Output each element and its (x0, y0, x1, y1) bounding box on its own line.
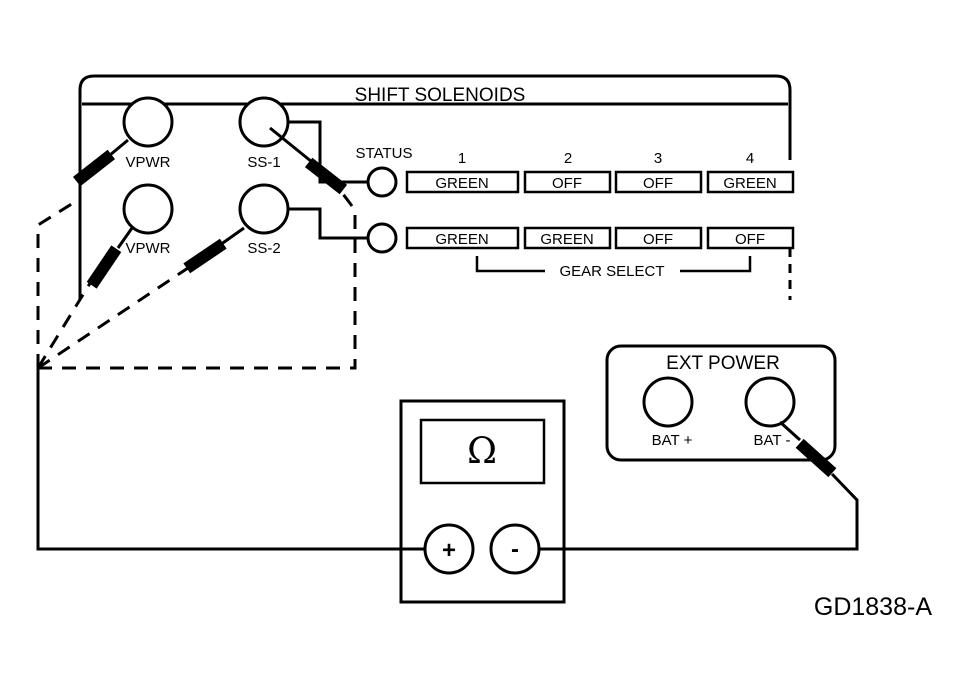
ss2-gear3-cell (614, 226, 703, 250)
probe-wire-ss2 (219, 226, 245, 247)
bat-plus-jack[interactable] (642, 376, 694, 428)
ss2-gear4-value: OFF (735, 231, 765, 248)
gear-number-3: 3 (654, 150, 662, 167)
gear-number-1: 1 (458, 150, 466, 167)
ss1-gear1-cell (405, 170, 520, 194)
gear-number-2: 2 (564, 150, 572, 167)
ohmmeter-display (419, 418, 546, 485)
vpwr-bottom-label: VPWR (126, 240, 171, 257)
ss1-gear4-cell (706, 170, 795, 194)
probe-wire-bat-minus (778, 420, 802, 442)
ss2-gear2-cell (523, 226, 612, 250)
ss1-status-wire (288, 120, 368, 184)
lead-meter-minus (539, 472, 859, 551)
ss1-gear3-value: OFF (643, 175, 673, 192)
probe-tip-vpwr-top[interactable] (72, 149, 116, 187)
bat-minus-jack[interactable] (744, 376, 796, 428)
panel-title: SHIFT SOLENOIDS (355, 85, 526, 106)
probe-tip-ss1[interactable] (304, 157, 348, 195)
ss1-gear2-value: OFF (552, 175, 582, 192)
probe-tip-ss2[interactable] (183, 238, 227, 274)
vpwr-bottom-jack[interactable] (122, 183, 174, 235)
probe-tip-vpwr-bottom[interactable] (86, 245, 122, 289)
vpwr-top-label: VPWR (126, 154, 171, 171)
vpwr-top-jack[interactable] (122, 96, 174, 148)
probe-tips (72, 149, 837, 478)
ext-power-box (605, 344, 837, 462)
probe-wire-vpwr-top (109, 138, 129, 157)
probe-tip-bat-minus[interactable] (795, 438, 837, 478)
meter-minus-sign: - (511, 536, 519, 563)
test-leads (36, 368, 859, 551)
ss2-gear3-value: OFF (643, 231, 673, 248)
ext-power-title: EXT POWER (666, 353, 780, 374)
ss1-gear4-value: GREEN (723, 175, 776, 192)
figure-code: GD1838-A (814, 593, 932, 621)
gear-select-label: GEAR SELECT (559, 263, 664, 280)
shift-solenoids-panel (78, 74, 792, 300)
ss1-gear3-cell (614, 170, 703, 194)
ss2-gear2-value: GREEN (540, 231, 593, 248)
status-label: STATUS (356, 145, 413, 162)
ss1-status-led (366, 166, 398, 198)
ss2-gear1-cell (405, 226, 520, 250)
gear-number-4: 4 (746, 150, 754, 167)
ohmmeter-body (399, 399, 566, 604)
ss2-label: SS-2 (247, 240, 280, 257)
ss1-label: SS-1 (247, 154, 280, 171)
bat-minus-label: BAT - (754, 432, 791, 449)
probe-wire-vpwr-bottom (116, 227, 134, 249)
ohm-symbol: Ω (467, 431, 497, 472)
ss2-gear1-value: GREEN (435, 231, 488, 248)
gear-select-bracket (475, 256, 752, 273)
ss2-jack[interactable] (238, 183, 290, 235)
ss1-gear1-value: GREEN (435, 175, 488, 192)
bat-plus-label: BAT + (652, 432, 693, 449)
meter-plus-sign: + (442, 537, 456, 564)
ss2-status-wire (288, 207, 368, 240)
ss1-gear2-cell (523, 170, 612, 194)
ss1-jack[interactable] (238, 96, 290, 148)
probe-harness-dashed (36, 189, 357, 370)
ss2-gear4-cell (706, 226, 795, 250)
probe-wire-ss1 (269, 126, 313, 164)
ss2-status-led (366, 222, 398, 254)
lead-meter-plus (36, 368, 425, 551)
